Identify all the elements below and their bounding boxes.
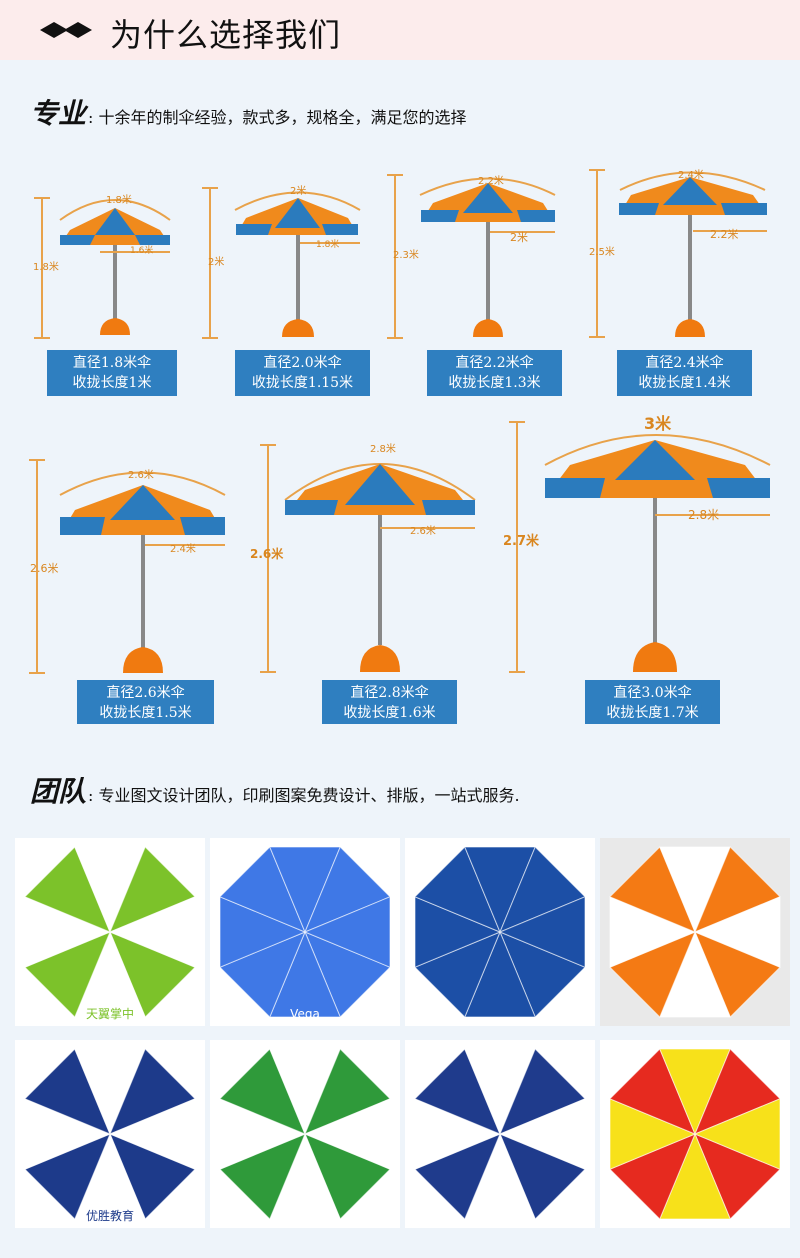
umbrella-panel bbox=[303, 1098, 391, 1170]
spec-card-4: 直径2.4米伞 收拢长度1.4米 bbox=[617, 350, 752, 396]
spec-fold-1: 收拢长度1米 bbox=[72, 375, 152, 391]
gallery-tile-3 bbox=[405, 838, 595, 1026]
umbrella-print-6 bbox=[219, 1048, 391, 1220]
umbrella-panel bbox=[108, 896, 196, 968]
gallery-tile-6 bbox=[210, 1040, 400, 1228]
umbrella-panel bbox=[108, 1098, 196, 1170]
dim-top-3: 2.2米 bbox=[478, 176, 504, 187]
umbrella-print-1: 天翼掌中 bbox=[24, 846, 196, 1021]
spec-name-7: 直径3.0米伞 bbox=[613, 685, 692, 701]
umbrella-print-7 bbox=[414, 1048, 586, 1220]
umbrella-diagram-7 bbox=[509, 421, 771, 673]
spec-name-3: 直径2.2米伞 bbox=[455, 355, 534, 371]
header-bar: 为什么选择我们 bbox=[0, 0, 800, 60]
umbrella-panel bbox=[498, 896, 586, 968]
umbrella-panel bbox=[498, 1098, 586, 1170]
spec-card-3: 直径2.2米伞 收拢长度1.3米 bbox=[427, 350, 562, 396]
umbrella-panel bbox=[693, 896, 781, 968]
gallery-tile-1: 天翼掌中 bbox=[15, 838, 205, 1026]
spec-name-5: 直径2.6米伞 bbox=[106, 685, 185, 701]
spec-fold-2: 收拢长度1.15米 bbox=[251, 375, 354, 391]
professional-text: : 十余年的制伞经验，款式多，规格全，满足您的选择 bbox=[88, 108, 467, 127]
dim-inner-1: 1.6米 bbox=[130, 246, 154, 256]
dim-inner-4: 2.2米 bbox=[710, 228, 739, 241]
dim-height-2: 2米 bbox=[208, 257, 225, 268]
umbrella-print-4 bbox=[609, 846, 781, 1018]
umbrella-panel bbox=[303, 896, 391, 968]
umbrella-print-3 bbox=[414, 846, 586, 1018]
umbrella-print-label: Vega bbox=[290, 1007, 320, 1021]
umbrella-print-2: Vega bbox=[219, 846, 391, 1021]
dim-top-5: 2.6米 bbox=[128, 470, 154, 481]
dim-height-3: 2.3米 bbox=[393, 250, 419, 261]
page-title: 为什么选择我们 bbox=[110, 16, 342, 54]
umbrella-diagram-6 bbox=[260, 444, 476, 673]
dim-inner-3: 2米 bbox=[510, 231, 528, 244]
spec-name-4: 直径2.4米伞 bbox=[645, 355, 724, 371]
umbrella-diagram-5 bbox=[29, 459, 226, 674]
spec-name-6: 直径2.8米伞 bbox=[350, 685, 429, 701]
umbrella-print-8 bbox=[609, 1048, 781, 1220]
spec-fold-4: 收拢长度1.4米 bbox=[638, 375, 731, 391]
dim-top-4: 2.4米 bbox=[678, 170, 704, 181]
double-diamond-icon bbox=[40, 22, 92, 38]
spec-card-1: 直径1.8米伞 收拢长度1米 bbox=[47, 350, 177, 396]
dim-height-7: 2.7米 bbox=[503, 534, 540, 549]
dim-inner-7: 2.8米 bbox=[688, 508, 720, 522]
professional-section-heading: 专业: 十余年的制伞经验，款式多，规格全，满足您的选择 bbox=[30, 92, 467, 132]
dim-height-6: 2.6米 bbox=[250, 547, 284, 561]
spec-name-1: 直径1.8米伞 bbox=[72, 355, 152, 371]
team-title: 团队 bbox=[30, 775, 87, 808]
umbrella-diagram-2 bbox=[202, 187, 361, 339]
dim-inner-6: 2.6米 bbox=[410, 526, 436, 537]
dim-inner-5: 2.4米 bbox=[170, 544, 196, 555]
dim-top-1: 1.8米 bbox=[106, 195, 132, 206]
team-text: : 专业图文设计团队，印刷图案免费设计、排版，一站式服务. bbox=[88, 786, 520, 805]
dim-top-6: 2.8米 bbox=[370, 444, 396, 455]
gallery-tile-8 bbox=[600, 1040, 790, 1228]
dim-height-1: 1.8米 bbox=[33, 262, 59, 273]
spec-fold-7: 收拢长度1.7米 bbox=[606, 705, 699, 721]
gallery-tile-4 bbox=[600, 838, 790, 1026]
dim-height-4: 2.5米 bbox=[589, 247, 615, 258]
spec-fold-5: 收拢长度1.5米 bbox=[99, 705, 192, 721]
dim-height-5: 2.6米 bbox=[30, 562, 59, 575]
spec-card-6: 直径2.8米伞 收拢长度1.6米 bbox=[322, 680, 457, 724]
dim-inner-2: 1.8米 bbox=[316, 240, 340, 250]
dim-top-2: 2米 bbox=[290, 186, 307, 197]
spec-fold-3: 收拢长度1.3米 bbox=[448, 375, 541, 391]
gallery-tile-5: 优胜教育 bbox=[15, 1040, 205, 1228]
umbrella-diagram-4 bbox=[589, 169, 767, 338]
professional-title: 专业 bbox=[30, 97, 87, 130]
dim-top-7: 3米 bbox=[644, 414, 672, 433]
umbrella-diagram-3 bbox=[387, 174, 556, 339]
umbrella-print-5: 优胜教育 bbox=[24, 1048, 196, 1223]
spec-card-7: 直径3.0米伞 收拢长度1.7米 bbox=[585, 680, 720, 724]
umbrella-print-label: 天翼掌中 bbox=[86, 1006, 134, 1021]
umbrella-print-label: 优胜教育 bbox=[86, 1208, 134, 1223]
spec-card-5: 直径2.6米伞 收拢长度1.5米 bbox=[77, 680, 214, 724]
spec-card-2: 直径2.0米伞 收拢长度1.15米 bbox=[235, 350, 370, 396]
spec-name-2: 直径2.0米伞 bbox=[263, 355, 342, 371]
umbrella-diagram-1 bbox=[34, 197, 171, 339]
team-section-heading: 团队: 专业图文设计团队，印刷图案免费设计、排版，一站式服务. bbox=[30, 770, 520, 810]
spec-fold-6: 收拢长度1.6米 bbox=[343, 705, 436, 721]
umbrella-panel bbox=[693, 1098, 781, 1170]
gallery-tile-7 bbox=[405, 1040, 595, 1228]
gallery-tile-2: Vega bbox=[210, 838, 400, 1026]
